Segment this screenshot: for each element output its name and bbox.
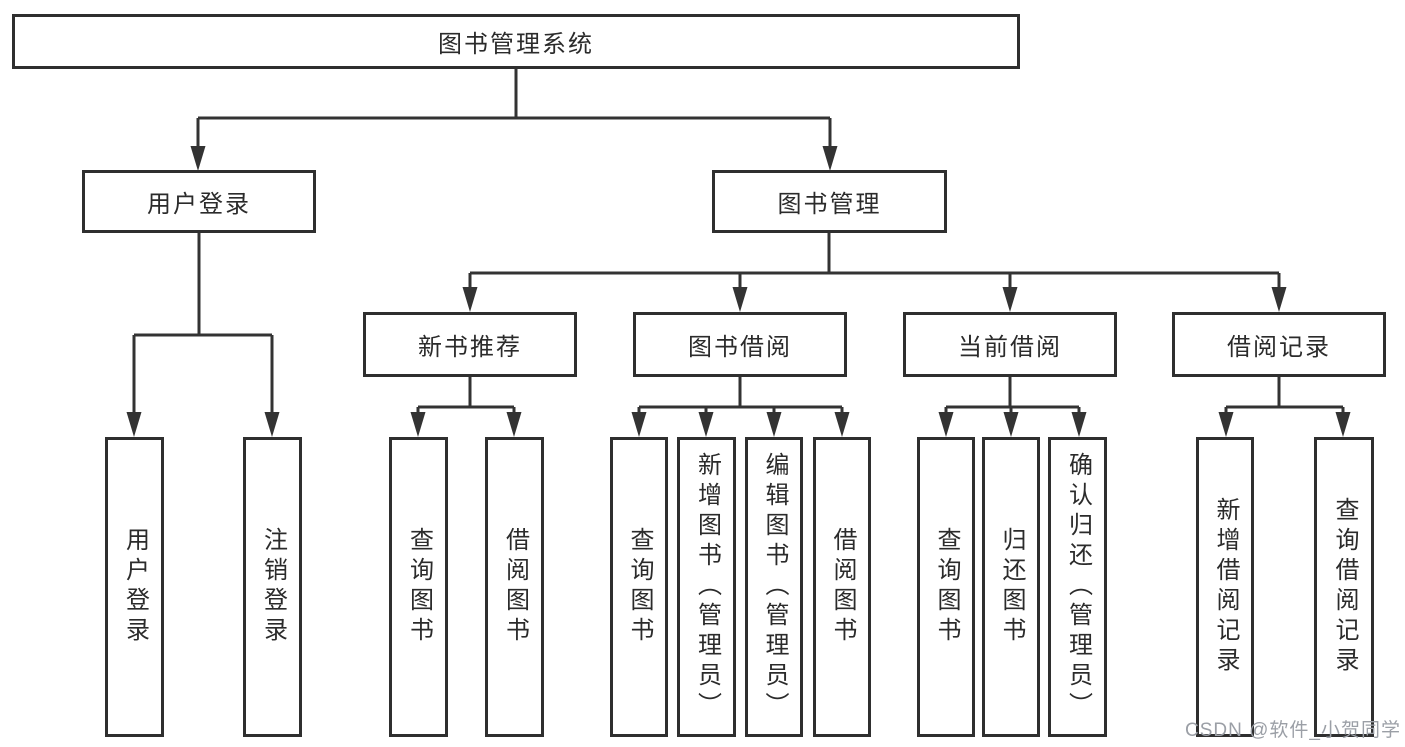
arrow-down-icon [938, 412, 954, 437]
arrow-down-icon [462, 287, 478, 312]
leaf-confirm-return-admin: 确认归还（管理员） [1048, 437, 1107, 737]
leaf-borrow-books: 借阅图书 [813, 437, 871, 737]
leaf-user-login: 用户登录 [105, 437, 164, 737]
node-book-management: 图书管理 [712, 170, 947, 233]
arrow-down-icon [506, 412, 522, 437]
arrow-down-icon [1271, 287, 1287, 312]
connector-new-book [416, 377, 516, 420]
node-borrow-records: 借阅记录 [1172, 312, 1386, 377]
arrow-down-icon [126, 412, 142, 437]
connector-root [196, 69, 832, 150]
arrow-down-icon [1218, 412, 1234, 437]
arrow-down-icon [264, 412, 280, 437]
arrow-down-icon [1002, 287, 1018, 312]
connector-borrow-records [1224, 377, 1345, 420]
leaf-logout: 注销登录 [243, 437, 302, 737]
leaf-query-books-borrow: 查询图书 [610, 437, 668, 737]
leaf-edit-book-admin: 编辑图书（管理员） [745, 437, 803, 737]
arrow-down-icon [1071, 412, 1087, 437]
arrowheads [126, 146, 1351, 437]
watermark-text: CSDN @软件_小贺同学 [1185, 720, 1401, 741]
arrow-down-icon [631, 412, 647, 437]
arrow-down-icon [766, 412, 782, 437]
connector-user-login [132, 233, 274, 420]
node-new-book-recommend: 新书推荐 [363, 312, 577, 377]
arrow-down-icon [732, 287, 748, 312]
leaf-query-books-recommend: 查询图书 [389, 437, 448, 737]
arrow-down-icon [834, 412, 850, 437]
arrow-down-icon [1003, 412, 1019, 437]
arrow-down-icon [190, 146, 206, 171]
connector-book-management [468, 233, 1281, 294]
node-user-login: 用户登录 [82, 170, 316, 233]
leaf-add-borrow-record: 新增借阅记录 [1196, 437, 1254, 737]
leaf-borrow-books-recommend: 借阅图书 [485, 437, 544, 737]
arrow-down-icon [822, 146, 838, 171]
leaf-query-borrow-record: 查询借阅记录 [1314, 437, 1374, 737]
arrow-down-icon [698, 412, 714, 437]
leaf-add-book-admin: 新增图书（管理员） [677, 437, 736, 737]
leaf-return-books: 归还图书 [982, 437, 1040, 737]
leaf-query-books-current: 查询图书 [917, 437, 975, 737]
node-root: 图书管理系统 [12, 14, 1020, 69]
node-book-borrow: 图书借阅 [633, 312, 847, 377]
arrow-down-icon [1335, 412, 1351, 437]
node-current-borrow: 当前借阅 [903, 312, 1117, 377]
arrow-down-icon [410, 412, 426, 437]
connector-book-borrow [637, 377, 844, 420]
